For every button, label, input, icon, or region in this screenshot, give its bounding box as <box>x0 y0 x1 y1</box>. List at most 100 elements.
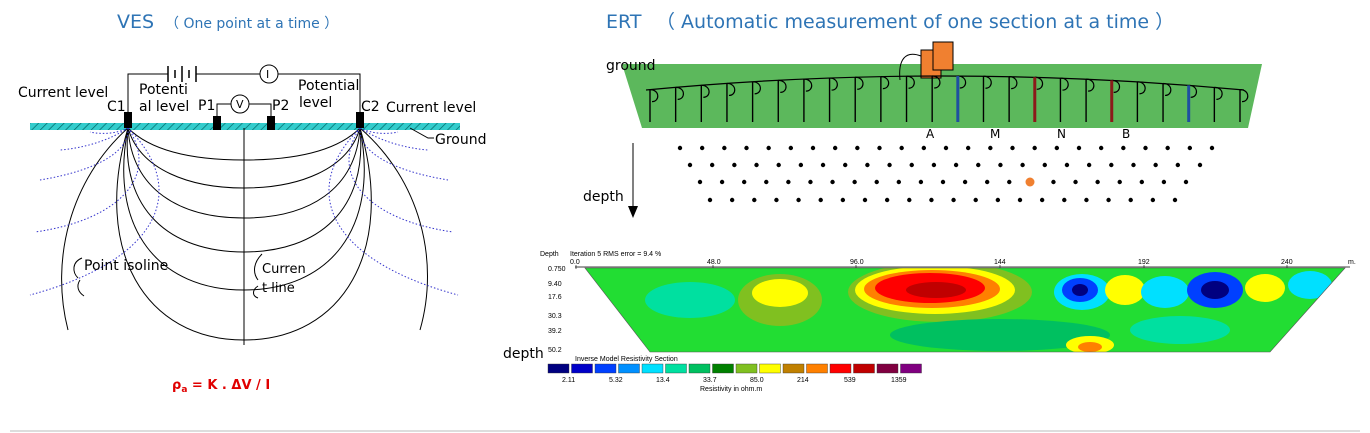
ert-measurement-points <box>677 145 1215 203</box>
electrode-lead <box>649 89 659 103</box>
ammeter-symbol <box>259 64 279 84</box>
legend-swatch <box>782 363 805 374</box>
depth-tick-label: 30.3 <box>548 313 562 320</box>
section-color-field <box>585 268 1345 352</box>
measurement-point <box>965 145 971 151</box>
measurement-point <box>962 179 968 185</box>
measurement-point <box>830 179 835 185</box>
measurement-point <box>798 162 804 168</box>
section-x-unit: m. <box>1348 259 1356 266</box>
measurement-point <box>818 197 823 203</box>
legend-swatch <box>853 363 875 374</box>
ert-subtitle: （ Automatic measurement of one section a… <box>656 11 1174 33</box>
measurement-point <box>776 162 781 168</box>
measurement-point <box>741 179 747 185</box>
electrode-lead <box>675 86 684 100</box>
measurement-point <box>1131 162 1136 168</box>
legend-title: Inverse Model Resistivity Section <box>575 356 678 363</box>
legend-value: 13.4 <box>656 377 670 384</box>
legend-swatch <box>665 363 687 374</box>
measurement-point <box>1139 179 1145 185</box>
legend-swatch <box>594 363 617 374</box>
measurement-point <box>1172 197 1178 203</box>
measurement-point <box>1054 145 1060 151</box>
measurement-point <box>1117 179 1122 185</box>
depth-tick-label: 0.750 <box>548 266 566 273</box>
legend-swatch <box>735 363 758 374</box>
current-level-right-label: Current level <box>386 100 476 116</box>
ves-point-isolines <box>29 127 459 296</box>
measurement-point <box>1175 162 1181 168</box>
measurement-point <box>1098 145 1104 151</box>
x-tick-label: 192 <box>1138 259 1150 266</box>
point-isoline-label: Point isoline <box>84 258 168 274</box>
section-outline <box>584 267 1346 353</box>
depth-tick-label: 9.40 <box>548 281 562 288</box>
instrument-cable <box>899 53 922 81</box>
ves-ground-surface <box>30 123 460 130</box>
measurement-point <box>931 162 937 168</box>
electrode-lead <box>932 75 941 89</box>
highlighted-measurement-point <box>1025 177 1035 187</box>
measurement-point <box>1150 197 1156 203</box>
ammeter-label: I <box>266 68 269 81</box>
measurement-point <box>843 162 848 168</box>
depth-top-label: depth <box>583 189 624 205</box>
measurement-point <box>810 145 816 151</box>
electrode-lead <box>778 79 787 93</box>
measurement-point <box>907 197 912 203</box>
measurement-point <box>929 197 934 203</box>
depth-arrow-head <box>628 206 638 218</box>
electrode-lead <box>1188 84 1198 98</box>
measurement-point <box>1086 162 1092 168</box>
measurement-point <box>754 162 759 168</box>
legend-value: 85.0 <box>750 377 764 384</box>
electrode-lead <box>1214 86 1223 100</box>
legend-value: 2.11 <box>562 377 575 384</box>
measurement-point <box>707 197 713 203</box>
measurement-point <box>766 145 771 151</box>
measurement-point <box>1017 197 1023 203</box>
x-tick-label: 96.0 <box>850 259 864 266</box>
potential-level-left-1: Potenti <box>139 82 188 98</box>
measurement-point <box>899 145 904 151</box>
measurement-point <box>808 179 813 185</box>
electrode-lead <box>752 81 761 95</box>
measurement-point <box>973 197 978 203</box>
potential-level-left-2: al level <box>139 99 189 115</box>
electrode-lead <box>701 84 710 98</box>
measurement-point <box>1165 145 1170 151</box>
electrode-p2 <box>267 116 275 130</box>
point-isoline-leaders <box>73 257 85 297</box>
c1-label: C1 <box>107 99 126 115</box>
legend-value: 539 <box>844 377 856 384</box>
legend-swatch <box>641 363 664 374</box>
measurement-point <box>729 197 735 203</box>
x-tick-label: 144 <box>994 259 1006 266</box>
section-iteration-text: Iteration 5 RMS error = 9.4 % <box>570 251 661 258</box>
electrode-lead <box>1162 82 1172 97</box>
measurement-point <box>865 162 870 168</box>
depth-tick-label: 50.2 <box>548 347 562 354</box>
measurement-point <box>1020 162 1025 168</box>
measurement-point <box>1010 145 1015 151</box>
legend-color-scale <box>547 363 922 374</box>
measurement-point <box>887 162 892 168</box>
legend-swatch <box>900 363 922 374</box>
measurement-point <box>918 179 924 185</box>
measurement-point <box>832 145 838 151</box>
ert-ground-slab <box>622 64 1262 128</box>
measurement-point <box>921 145 927 151</box>
electrode-lead <box>1111 79 1121 93</box>
legend-swatch <box>876 363 899 374</box>
legend-value: 214 <box>797 377 809 384</box>
electrode-n-label: N <box>1057 127 1066 141</box>
ves-circuit <box>127 66 361 118</box>
legend-swatch <box>712 363 734 374</box>
measurement-point <box>699 145 705 151</box>
